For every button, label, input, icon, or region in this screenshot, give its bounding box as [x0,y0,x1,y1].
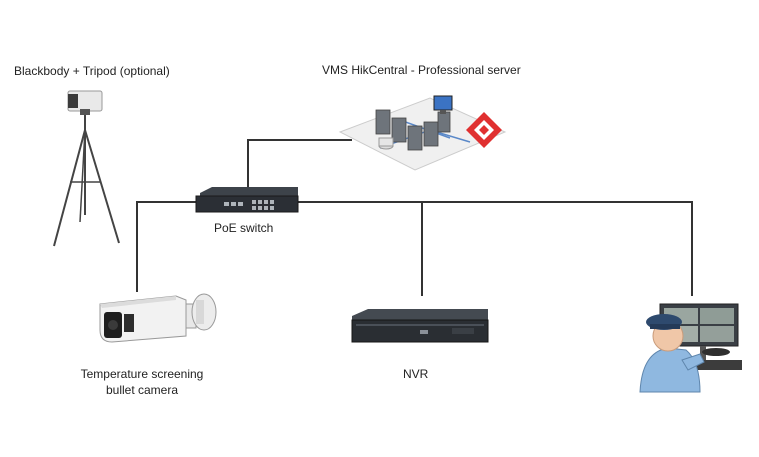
bus-line [136,201,693,296]
hikcentral-logo-icon [466,112,502,148]
nvr-label: NVR [403,367,429,381]
nvr-device-icon [351,309,489,343]
vms-server-label: VMS HikCentral - Professional server [322,63,521,77]
switch-to-server-line [247,139,352,192]
security-operator-icon [639,303,742,393]
camera-label: Temperature screening bullet camera [62,366,222,398]
camera-label-line1: Temperature screening [80,367,204,381]
connection-lines [136,139,693,296]
bullet-camera-icon [99,293,217,343]
blackbody-tripod-icon [53,90,120,247]
blackbody-label: Blackbody + Tripod (optional) [14,64,170,78]
server-rack-icon [338,95,507,171]
poe-switch-icon [195,187,299,213]
poe-switch-label: PoE switch [214,221,274,235]
camera-label-line2: bullet camera [105,383,179,397]
